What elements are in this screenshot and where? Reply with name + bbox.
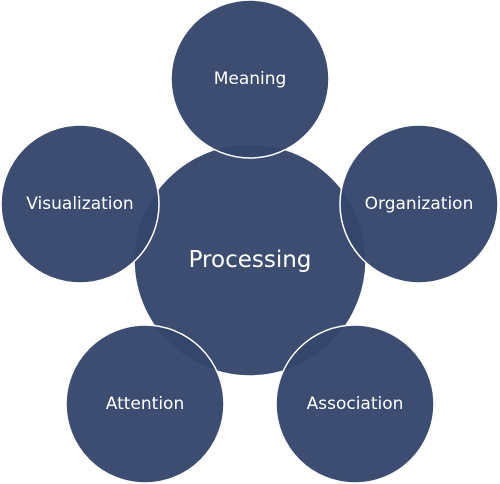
outer-node-circle-attention	[65, 324, 225, 484]
outer-node-circle-visualization	[0, 124, 160, 284]
outer-node-circle-organization	[339, 124, 499, 284]
outer-node-circle-meaning	[170, 0, 330, 159]
outer-node-circle-association	[275, 324, 435, 484]
